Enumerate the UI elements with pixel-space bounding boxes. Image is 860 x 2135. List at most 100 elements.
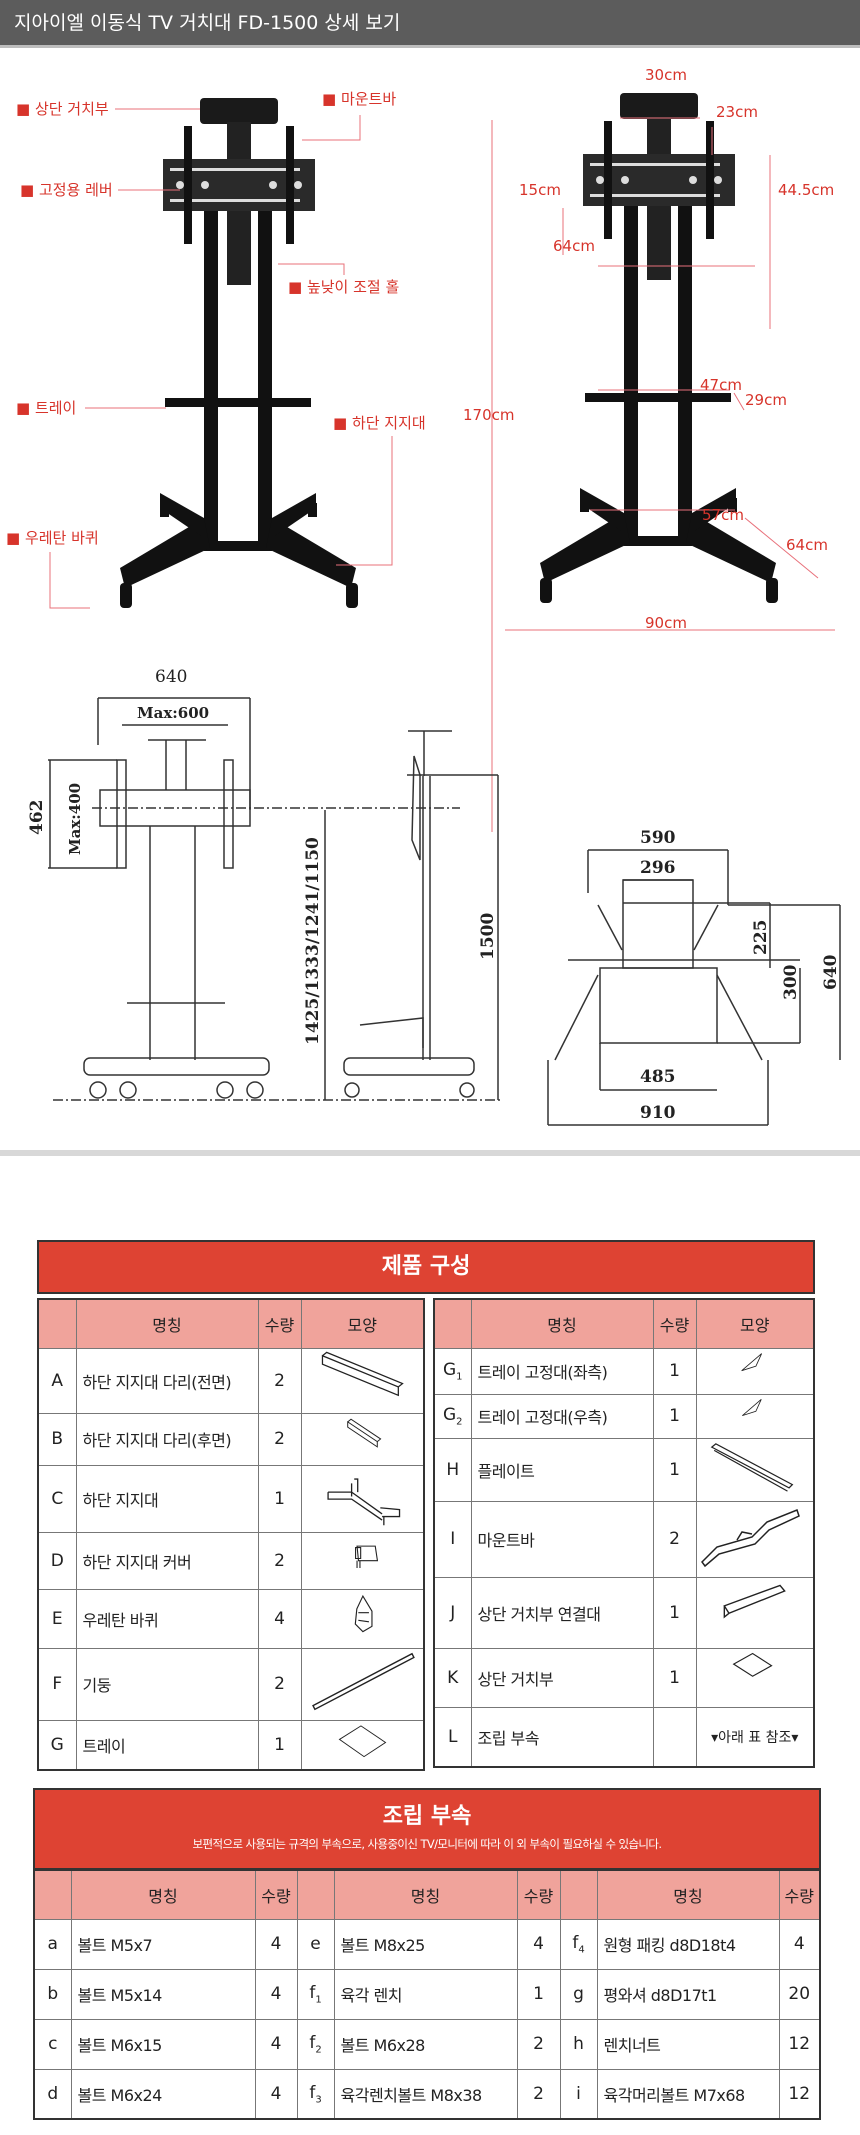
drawing-dimensions: 640 Max:600 462 Max:400 1425/1333/1241/1… (27, 667, 841, 1123)
part-qty: 2 (516, 2068, 561, 2120)
part-letter: D (50, 1550, 64, 1571)
part-qty: 1 (257, 1464, 302, 1533)
part-name: 기둥 (75, 1647, 259, 1721)
part-shape (695, 1576, 815, 1649)
part-id: d (33, 2068, 72, 2120)
label-wheel: ■ 우레탄 바퀴 (6, 529, 99, 547)
part-name: 육각 렌치 (333, 1968, 518, 2020)
part-id: B (37, 1412, 77, 1466)
drawing-max-width: Max:600 (137, 704, 209, 722)
part-qty: 20 (778, 1968, 821, 2020)
part-id: D (37, 1531, 77, 1590)
components-header: 제품 구성 (37, 1240, 815, 1294)
part-name: 하단 지지대 (75, 1464, 259, 1533)
dim-plate-width: 64cm (553, 237, 595, 255)
dim-tray-depth: 29cm (745, 391, 787, 409)
part-qty: 4 (257, 1588, 302, 1649)
col-name: 명칭 (70, 1869, 256, 1920)
part-id: G1 (433, 1347, 472, 1395)
drawing-width: 640 (155, 667, 187, 687)
part-letter: G (50, 1734, 64, 1755)
part-name: 하단 지지대 다리(후면) (75, 1412, 259, 1466)
drawing-640: 640 (821, 954, 841, 990)
part-labels: ■ 상단 거치부 ■ 마운트바 ■ 고정용 레버 ■ 높낮이 조절 홀 ■ 트레… (6, 90, 426, 547)
plate-icon (710, 1442, 794, 1492)
part-letter: F (52, 1674, 63, 1694)
tray-icon (338, 1724, 387, 1757)
part-subscript: 1 (315, 1994, 322, 2006)
part-qty: 4 (254, 2018, 298, 2070)
part-qty: 2 (652, 1500, 697, 1578)
dim-base-width: 57cm (702, 506, 744, 524)
part-letter: h (573, 2034, 584, 2054)
part-name: 볼트 M5x14 (70, 1968, 256, 2020)
part-qty: 2 (257, 1647, 302, 1721)
short-bar-icon (346, 1418, 382, 1448)
part-subscript: 2 (456, 1416, 463, 1428)
part-letter: i (576, 2083, 581, 2104)
part-letter: c (48, 2034, 58, 2054)
part-id: C (37, 1464, 77, 1533)
part-shape (695, 1647, 815, 1708)
drawing-296: 296 (640, 858, 676, 878)
dim-top-width: 30cm (645, 66, 687, 84)
col-name: 명칭 (596, 1869, 780, 1920)
part-qty: 1 (652, 1576, 697, 1649)
part-subscript: 2 (315, 2044, 322, 2056)
part-qty: 1 (652, 1437, 697, 1502)
part-qty: 12 (778, 2018, 821, 2070)
label-top-holder: ■ 상단 거치부 (16, 100, 109, 118)
part-name: 하단 지지대 커버 (75, 1531, 259, 1590)
top-shelf-icon (732, 1652, 773, 1677)
part-qty: 1 (652, 1393, 697, 1439)
part-id: h (559, 2018, 598, 2070)
long-bar-icon (321, 1351, 404, 1396)
part-letter: g (573, 1984, 584, 2004)
part-shape (695, 1347, 815, 1395)
hardware-subtitle: 보편적으로 사용되는 규격의 부속으로, 사용중이신 TV/모니터에 따라 이 … (192, 1837, 663, 1851)
part-letter: E (51, 1608, 63, 1629)
part-id: G2 (433, 1393, 472, 1439)
part-qty: 2 (257, 1531, 302, 1590)
part-shape (300, 1719, 425, 1770)
drawing-225: 225 (751, 920, 771, 956)
components-title: 제품 구성 (381, 1254, 471, 1279)
part-qty: 4 (254, 1968, 298, 2020)
part-name: 상단 거치부 (470, 1647, 654, 1708)
label-base: ■ 하단 지지대 (333, 414, 426, 432)
part-name: 조립 부속 (470, 1706, 654, 1768)
part-name: 원형 패킹 d8D18t4 (596, 1918, 780, 1970)
product-illustration: ■ 상단 거치부 ■ 마운트바 ■ 고정용 레버 ■ 높낮이 조절 홀 ■ 트레… (6, 66, 841, 1126)
part-letter: d (47, 2083, 59, 2104)
part-id: I (433, 1500, 472, 1578)
col-qty: 수량 (257, 1298, 302, 1349)
dimension-labels: 30cm 23cm 15cm 44.5cm 64cm 170cm 47cm 29… (463, 66, 834, 632)
part-name: 트레이 고정대(좌측) (470, 1347, 654, 1395)
part-qty (652, 1706, 697, 1768)
drawing-max-height: Max:400 (66, 783, 84, 855)
part-name: 우레탄 바퀴 (75, 1588, 259, 1649)
part-qty: 1 (257, 1719, 302, 1770)
part-shape (695, 1500, 815, 1578)
part-name: 볼트 M6x15 (70, 2018, 256, 2070)
part-letter: G (442, 1404, 457, 1425)
part-id: J (433, 1576, 472, 1649)
hardware-header: 조립 부속 보편적으로 사용되는 규격의 부속으로, 사용중이신 TV/모니터에… (33, 1788, 821, 1870)
col-name: 명칭 (470, 1298, 654, 1349)
part-name: 트레이 고정대(우측) (470, 1393, 654, 1439)
col-qty: 수량 (778, 1869, 821, 1920)
part-id: f3 (296, 2068, 335, 2120)
part-letter: K (447, 1667, 459, 1688)
part-id: G (37, 1719, 77, 1770)
part-name: 볼트 M8x25 (333, 1918, 518, 1970)
